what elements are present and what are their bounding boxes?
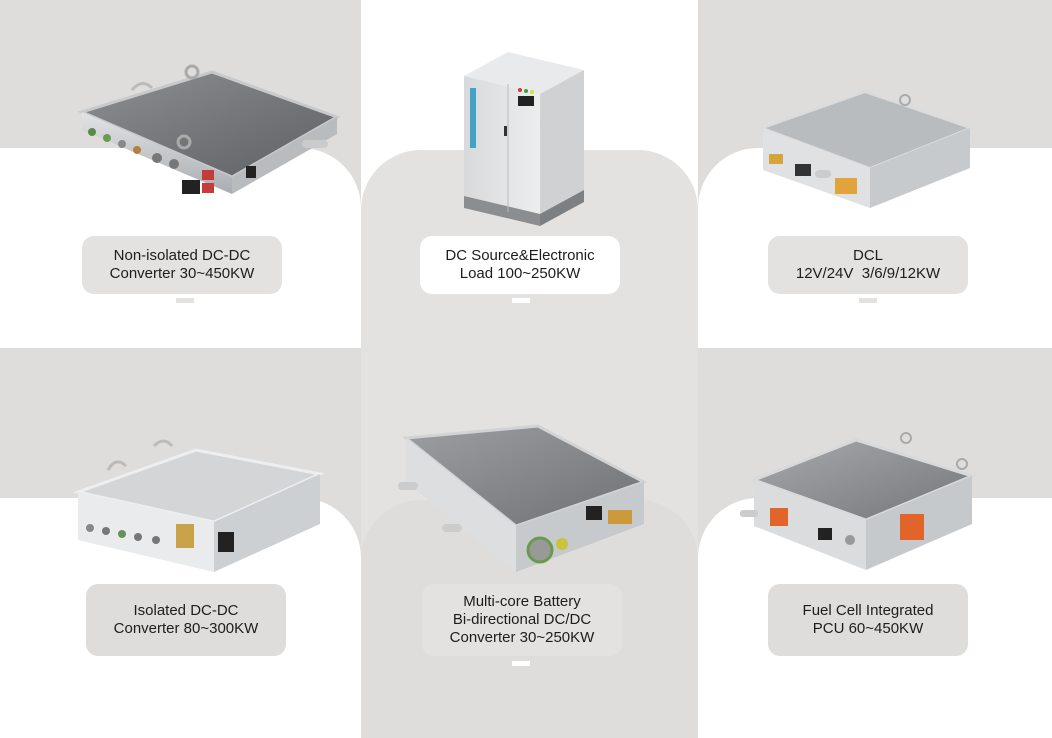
card-title-line-1: Multi-core Battery bbox=[463, 593, 581, 610]
card-fuel-cell-pcu[interactable]: Fuel Cell Integrated PCU 60~450KW bbox=[768, 584, 968, 656]
card-tab bbox=[859, 298, 877, 303]
non-isolated-dcdc-product-image bbox=[77, 64, 341, 194]
card-non-isolated-dcdc[interactable]: Non-isolated DC-DC Converter 30~450KW bbox=[82, 236, 282, 294]
card-dc-source-load[interactable]: DC Source&Electronic Load 100~250KW bbox=[420, 236, 620, 294]
card-title-line-1: DC Source&Electronic bbox=[445, 247, 595, 264]
card-title-line-2: Load 100~250KW bbox=[459, 265, 581, 282]
card-tab bbox=[512, 298, 530, 303]
card-title-line-2: 12V/24V 3/6/9/12KW bbox=[795, 265, 941, 282]
card-title-line-1: Non-isolated DC-DC bbox=[113, 247, 251, 264]
card-tab bbox=[176, 298, 194, 303]
card-tab bbox=[512, 661, 530, 666]
card-title-line-3: Converter 30~250KW bbox=[449, 629, 595, 646]
dc-source-load-product-image bbox=[464, 52, 584, 226]
card-title-line-2: PCU 60~450KW bbox=[812, 620, 924, 637]
multi-core-battery-product-image bbox=[398, 424, 648, 572]
card-title-line-2: Converter 30~450KW bbox=[109, 265, 255, 282]
card-isolated-dcdc[interactable]: Isolated DC-DC Converter 80~300KW bbox=[86, 584, 286, 656]
card-dcl[interactable]: DCL 12V/24V 3/6/9/12KW bbox=[768, 236, 968, 294]
card-tab bbox=[859, 661, 877, 666]
card-title-line-1: Isolated DC-DC bbox=[133, 602, 239, 619]
card-title-line-1: Fuel Cell Integrated bbox=[802, 602, 934, 619]
dcl-product-image bbox=[760, 90, 973, 208]
isolated-dcdc-product-image bbox=[72, 439, 325, 572]
card-multi-core-battery[interactable]: Multi-core Battery Bi-directional DC/DC … bbox=[422, 584, 622, 656]
card-title-line-2: Bi-directional DC/DC bbox=[452, 611, 592, 628]
card-title-line-2: Converter 80~300KW bbox=[113, 620, 259, 637]
card-tab bbox=[176, 661, 194, 666]
card-title-line-1: DCL bbox=[852, 247, 883, 264]
fuel-cell-pcu-product-image bbox=[740, 432, 977, 570]
